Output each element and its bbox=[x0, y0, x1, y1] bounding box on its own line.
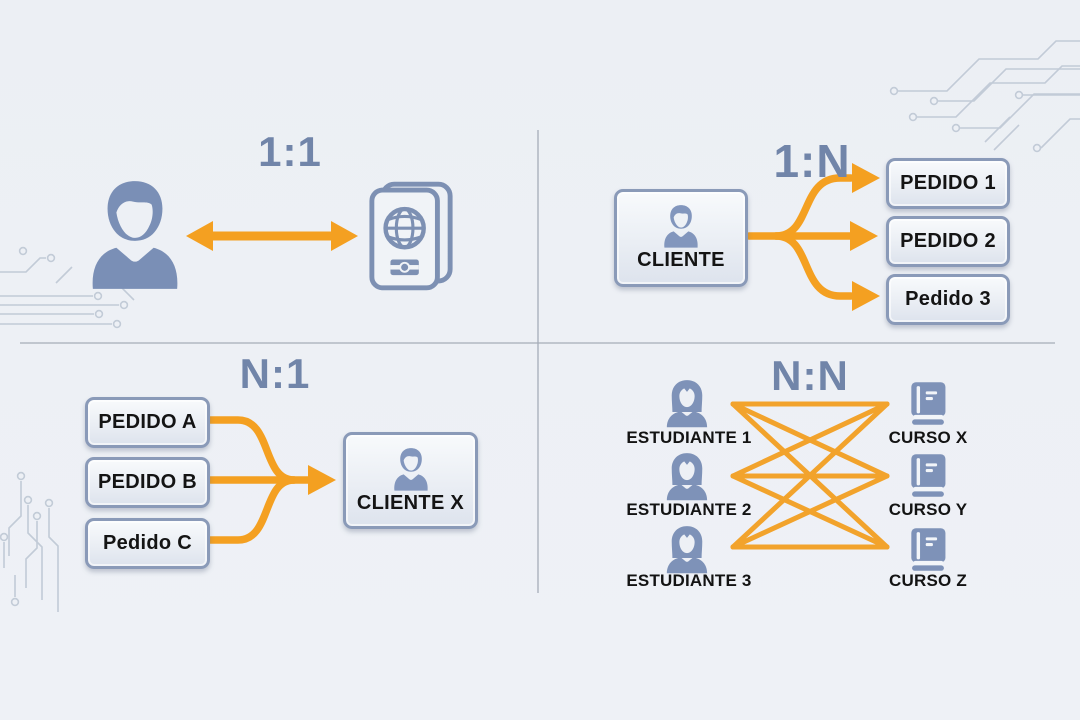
circuit-decoration-bottom-left bbox=[0, 471, 59, 612]
box-label: PEDIDO 1 bbox=[900, 172, 996, 194]
passport-icon bbox=[366, 180, 456, 292]
source-box-pedido-c: Pedido C bbox=[85, 518, 210, 569]
entity-box-cliente-x: CLIENTE X bbox=[343, 432, 478, 529]
title-many-to-one: N:1 bbox=[239, 350, 311, 397]
box-label: Pedido 3 bbox=[905, 288, 991, 310]
source-box-pedido-b: PEDIDO B bbox=[85, 457, 210, 508]
book-icon bbox=[905, 526, 951, 573]
box-label: PEDIDO B bbox=[97, 471, 198, 493]
title-many-to-many: N:N bbox=[771, 352, 849, 399]
person-icon bbox=[388, 447, 434, 491]
student-icon bbox=[661, 378, 713, 428]
course-label: CURSO X bbox=[888, 428, 968, 447]
many-to-many-lines bbox=[730, 401, 890, 550]
many-to-one-arrowhead bbox=[308, 465, 336, 495]
student-icon bbox=[661, 451, 713, 501]
title-one-to-many: 1:N bbox=[773, 135, 851, 187]
one-to-many-arrows bbox=[745, 174, 857, 300]
source-box-pedido-a: PEDIDO A bbox=[85, 397, 210, 448]
entity-label: CLIENTE X bbox=[356, 491, 465, 514]
box-label: PEDIDO A bbox=[98, 411, 197, 433]
person-icon bbox=[658, 204, 704, 248]
circuit-decoration-top-right bbox=[889, 40, 1080, 153]
student-label: ESTUDIANTE 1 bbox=[626, 428, 752, 447]
book-icon bbox=[905, 452, 951, 499]
target-box-pedido-3: Pedido 3 bbox=[886, 274, 1010, 325]
title-one-to-one: 1:1 bbox=[258, 128, 322, 175]
entity-label: CLIENTE bbox=[637, 249, 725, 271]
person-icon bbox=[86, 176, 184, 292]
course-label: CURSO Y bbox=[888, 500, 968, 519]
book-icon bbox=[905, 380, 951, 427]
many-to-one-arrows bbox=[201, 416, 314, 544]
course-label: CURSO Z bbox=[889, 571, 967, 590]
one-to-one-arrow bbox=[186, 221, 358, 251]
target-box-pedido-1: PEDIDO 1 bbox=[886, 158, 1010, 209]
target-box-pedido-2: PEDIDO 2 bbox=[886, 216, 1010, 267]
student-label: ESTUDIANTE 3 bbox=[626, 571, 752, 590]
entity-box-cliente: CLIENTE bbox=[614, 189, 748, 287]
box-label: Pedido C bbox=[102, 532, 193, 554]
box-label: PEDIDO 2 bbox=[900, 230, 996, 252]
student-label: ESTUDIANTE 2 bbox=[626, 500, 752, 519]
student-icon bbox=[661, 524, 713, 574]
